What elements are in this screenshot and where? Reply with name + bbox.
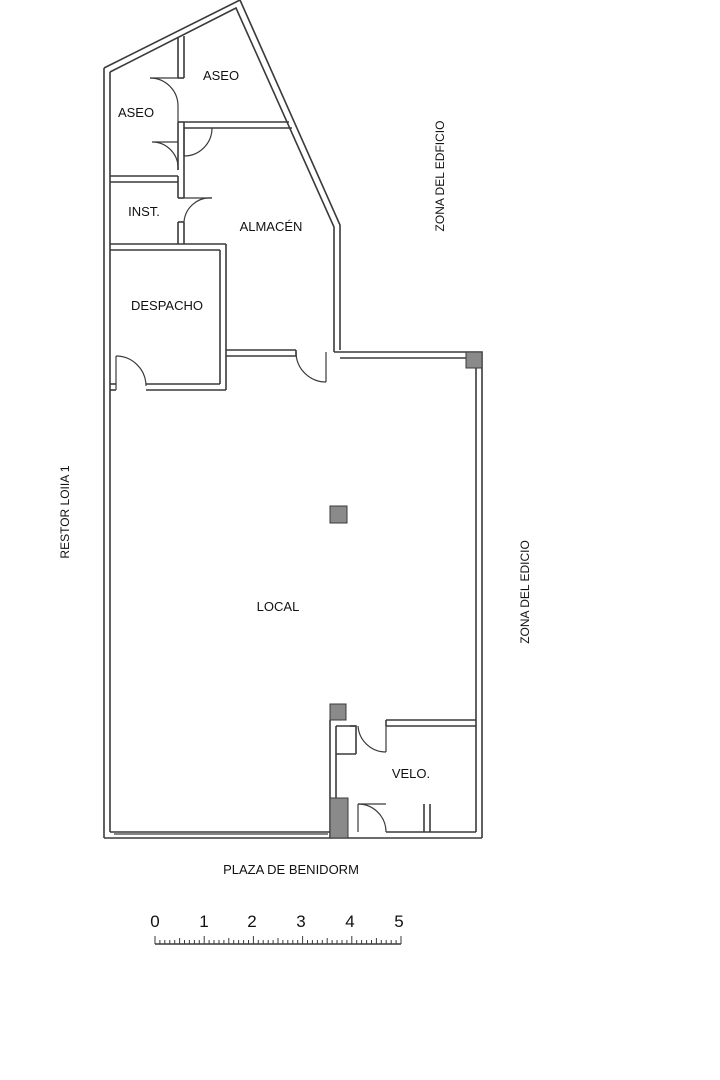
interior-walls — [110, 36, 476, 838]
scale-number-2: 2 — [247, 912, 256, 931]
label-bottom-street: PLAZA DE BENIDORM — [223, 862, 359, 877]
wall-block-velo — [329, 797, 349, 839]
corner-column — [465, 351, 483, 369]
exterior-walls — [103, 0, 483, 839]
scale-number-1: 1 — [199, 912, 208, 931]
label-right-zone: ZONA DEL EDICIO — [518, 540, 532, 644]
room-label-aseo-upper: ASEO — [203, 68, 239, 83]
room-label-aseo-lower: ASEO — [118, 105, 154, 120]
room-label-almacen: ALMACÉN — [240, 219, 303, 234]
scale-number-3: 3 — [296, 912, 305, 931]
label-top-right-zone: ZONA DEL EDFICIO — [433, 121, 447, 232]
column-velo — [329, 703, 347, 721]
room-label-velo: VELO. — [392, 766, 430, 781]
scale-number-4: 4 — [345, 912, 354, 931]
structural-blocks — [329, 505, 349, 839]
room-label-inst: INST. — [128, 204, 160, 219]
room-label-local: LOCAL — [257, 599, 300, 614]
room-labels: ASEO ASEO INST. ALMACÉN DESPACHO LOCAL V… — [118, 68, 430, 781]
doors — [115, 77, 387, 833]
label-left-neighbor: RESTOR LOIIA 1 — [58, 465, 72, 558]
door-aseo-lower-2 — [151, 141, 179, 171]
column — [329, 505, 348, 524]
scale-number-0: 0 — [150, 912, 159, 931]
scale-number-5: 5 — [394, 912, 403, 931]
scale-bar: 0 1 2 3 4 5 — [150, 912, 404, 945]
room-label-despacho: DESPACHO — [131, 298, 203, 313]
surrounding-labels: RESTOR LOIIA 1 ZONA DEL EDFICIO ZONA DEL… — [58, 121, 532, 877]
scale-ticks — [154, 936, 402, 944]
